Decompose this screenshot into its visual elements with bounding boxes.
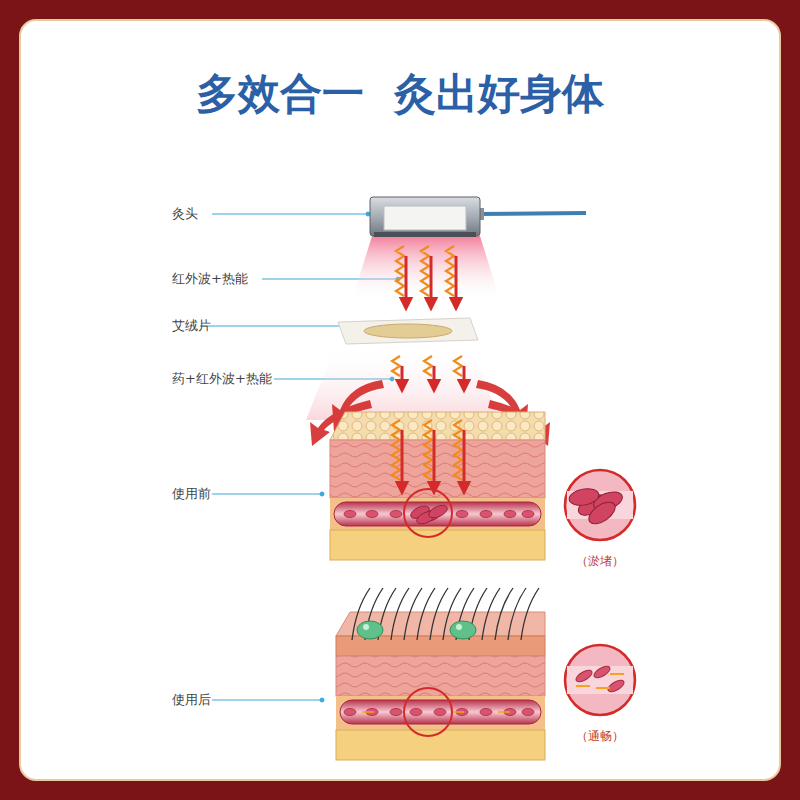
heat-arrow: [455, 256, 458, 304]
infrared-wave: [454, 420, 462, 480]
magnifier-outline: [562, 467, 638, 543]
infrared-wave: [392, 420, 400, 480]
infrared-wave: [454, 356, 462, 376]
heat-arrow: [405, 256, 408, 304]
infrared-wave: [424, 420, 432, 480]
heat-arrow: [430, 256, 433, 304]
magnifier-circle: （通畅）: [562, 642, 638, 745]
part-label: 红外波+热能: [172, 271, 248, 287]
infrared-wave: [424, 356, 432, 376]
magnifier-circle: （淤堵）: [562, 467, 638, 570]
heat-arrow: [463, 430, 466, 488]
part-label: 灸头: [172, 206, 198, 222]
magnifier-outline: [562, 642, 638, 718]
heat-arrow: [433, 430, 436, 488]
page-title: 多效合一 灸出好身体: [0, 66, 800, 122]
state-caption: （通畅）: [562, 728, 638, 745]
infrared-wave: [396, 246, 404, 296]
part-label: 艾绒片: [172, 318, 211, 334]
part-label: 使用前: [172, 486, 211, 502]
part-label: 药+红外波+热能: [172, 371, 272, 387]
infrared-wave: [421, 246, 429, 296]
state-caption: （淤堵）: [562, 553, 638, 570]
part-label: 使用后: [172, 692, 211, 708]
infrared-wave: [446, 246, 454, 296]
infrared-wave: [392, 356, 400, 376]
heat-arrow: [463, 366, 466, 386]
heat-arrow: [401, 366, 404, 386]
heat-arrow: [401, 430, 404, 488]
heat-arrow: [433, 366, 436, 386]
